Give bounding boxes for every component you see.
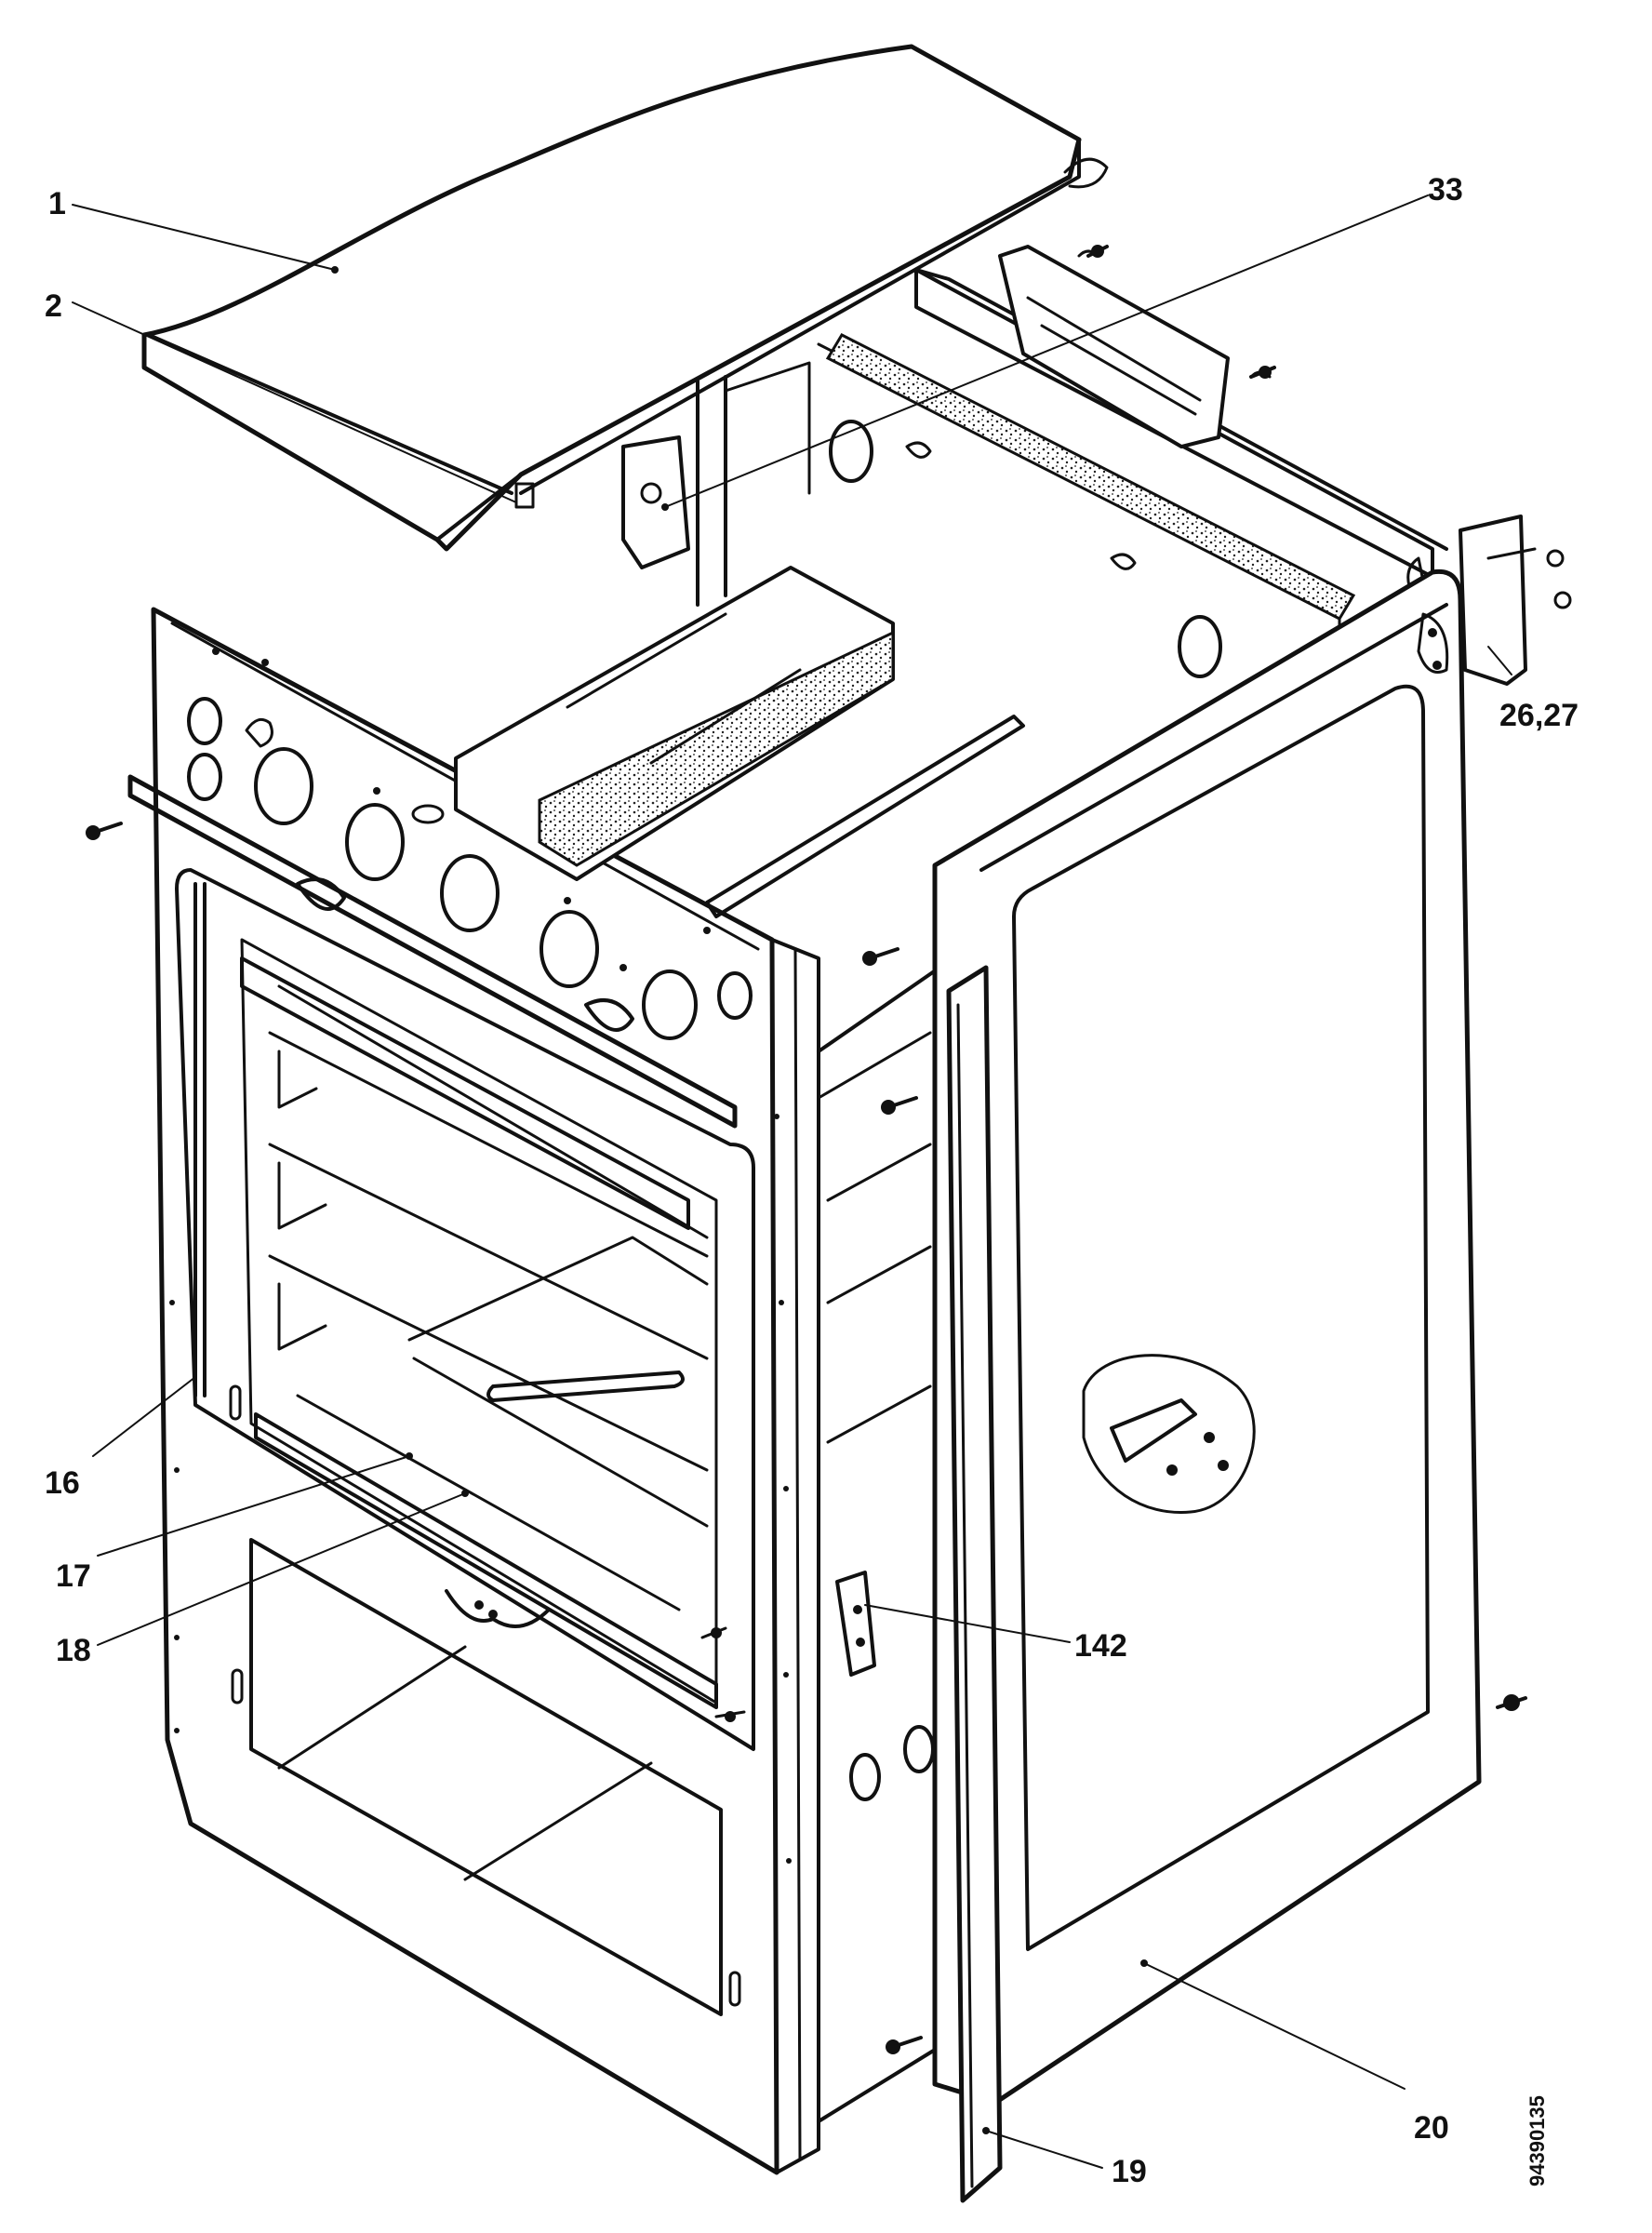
callout-19: 19 xyxy=(1112,2154,1147,2189)
callout-17: 17 xyxy=(56,1558,91,1594)
callout-18: 18 xyxy=(56,1633,91,1668)
rear-hinge-bracket xyxy=(621,245,1272,569)
leader-20 xyxy=(1143,1962,1406,2090)
callout-142: 142 xyxy=(1074,1628,1127,1664)
cabinet-body xyxy=(127,268,1448,2175)
leader-lines xyxy=(72,194,1512,2169)
callout-20: 20 xyxy=(1414,2110,1449,2146)
callout-1: 1 xyxy=(48,186,66,221)
leader-16 xyxy=(92,1376,196,1457)
hinge-plate xyxy=(835,1571,876,1677)
front-edge-strip xyxy=(946,965,1003,2203)
side-hinge-bracket xyxy=(1406,515,1572,686)
callout-26-27: 26,27 xyxy=(1499,698,1579,733)
leader-2 xyxy=(72,301,517,503)
leader-33 xyxy=(664,194,1429,508)
leader-26-27 xyxy=(1487,646,1512,675)
callout-labels: 1 2 33 26,27 16 17 18 142 20 19 94390135 xyxy=(45,172,1579,2189)
leader-142 xyxy=(864,1604,1071,1643)
callout-16: 16 xyxy=(45,1465,80,1501)
leader-17 xyxy=(97,1455,410,1557)
document-number: 94390135 xyxy=(1525,2095,1549,2186)
callout-33: 33 xyxy=(1428,172,1463,207)
callout-2: 2 xyxy=(45,288,62,324)
screws xyxy=(86,245,1527,2054)
top-lid xyxy=(141,44,1109,552)
leader-1 xyxy=(72,204,336,271)
side-panel xyxy=(932,568,1482,2106)
leader-19 xyxy=(985,2130,1103,2169)
leader-18 xyxy=(97,1492,466,1646)
